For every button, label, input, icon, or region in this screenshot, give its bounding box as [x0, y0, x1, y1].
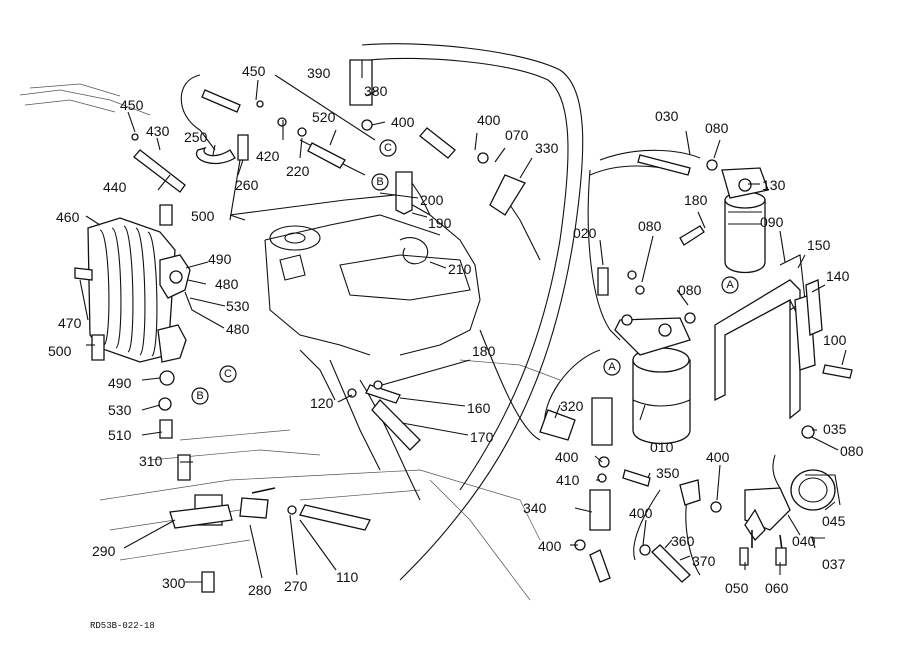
label-400-bottom: 400 — [538, 538, 562, 554]
fittings-and-clamps — [74, 59, 853, 593]
svg-text:A: A — [608, 361, 616, 373]
sediment-filter-130 — [721, 167, 769, 274]
label-037: 037 — [822, 556, 846, 572]
svg-text:B: B — [376, 176, 383, 188]
label-320: 320 — [560, 398, 584, 414]
label-440: 440 — [103, 179, 127, 195]
label-035: 035 — [823, 421, 847, 437]
label-200: 200 — [420, 192, 444, 208]
label-045: 045 — [822, 513, 846, 529]
drawing-code: RD53B-022-18 — [90, 621, 155, 631]
label-300: 300 — [162, 575, 186, 591]
label-070: 070 — [505, 127, 529, 143]
label-490-upper: 490 — [208, 251, 232, 267]
label-500-left: 500 — [48, 343, 72, 359]
label-250: 250 — [184, 129, 208, 145]
label-150: 150 — [807, 237, 831, 253]
label-400-mid: 400 — [477, 112, 501, 128]
label-210: 210 — [448, 261, 472, 277]
label-180-mid: 180 — [472, 343, 496, 359]
label-060: 060 — [765, 580, 789, 596]
label-120: 120 — [310, 395, 334, 411]
label-460: 460 — [56, 209, 80, 225]
callout-c-upper: C — [379, 139, 397, 157]
label-510: 510 — [108, 427, 132, 443]
label-360: 360 — [671, 533, 695, 549]
label-110: 110 — [336, 569, 359, 585]
label-450-left: 450 — [120, 97, 144, 113]
label-400-340: 400 — [629, 505, 653, 521]
label-170: 170 — [470, 429, 494, 445]
label-010: 010 — [650, 439, 674, 455]
svg-text:B: B — [196, 390, 203, 402]
label-140: 140 — [826, 268, 850, 284]
label-530-upper: 530 — [226, 298, 250, 314]
label-260: 260 — [235, 177, 259, 193]
label-390: 390 — [307, 65, 331, 81]
label-330: 330 — [535, 140, 559, 156]
label-030: 030 — [655, 108, 679, 124]
callout-a-upper: A — [721, 276, 739, 294]
part-labels: 450 430 250 450 260 440 500 420 220 520 … — [48, 63, 864, 598]
label-350: 350 — [656, 465, 680, 481]
fuel-pump-assembly — [744, 454, 841, 551]
label-180-right: 180 — [684, 192, 708, 208]
callout-markers: A A B B C C — [191, 139, 739, 405]
label-040: 040 — [792, 533, 816, 549]
label-410: 410 — [556, 472, 580, 488]
label-270: 270 — [284, 578, 308, 594]
label-080-filter: 080 — [678, 282, 702, 298]
fuel-cooler-assembly — [87, 217, 191, 363]
label-190: 190 — [428, 215, 452, 231]
svg-text:C: C — [384, 142, 392, 154]
label-310: 310 — [139, 453, 163, 469]
label-340: 340 — [523, 500, 547, 516]
label-050: 050 — [725, 580, 749, 596]
callout-b-lower: B — [191, 387, 209, 405]
label-130: 130 — [762, 177, 786, 193]
label-220: 220 — [286, 163, 310, 179]
label-450-top: 450 — [242, 63, 266, 79]
label-370: 370 — [692, 553, 716, 569]
label-480-lower: 480 — [226, 321, 250, 337]
label-430: 430 — [146, 123, 170, 139]
label-400-320: 400 — [555, 449, 579, 465]
label-080-right: 080 — [840, 443, 864, 459]
label-080-mid: 080 — [638, 218, 662, 234]
callout-a-lower: A — [603, 358, 621, 376]
svg-text:C: C — [224, 368, 232, 380]
label-380: 380 — [364, 83, 388, 99]
svg-text:A: A — [726, 279, 734, 291]
label-480-upper: 480 — [215, 276, 239, 292]
label-290: 290 — [92, 543, 116, 559]
label-490-lower: 490 — [108, 375, 132, 391]
label-420: 420 — [256, 148, 280, 164]
callout-b-upper: B — [371, 173, 389, 191]
label-520: 520 — [312, 109, 336, 125]
label-400-right: 400 — [706, 449, 730, 465]
label-090: 090 — [760, 214, 784, 230]
callout-c-lower: C — [219, 365, 237, 383]
fuel-filter-010 — [614, 314, 691, 445]
label-080-top: 080 — [705, 120, 729, 136]
label-020: 020 — [573, 225, 597, 241]
label-280: 280 — [248, 582, 272, 598]
label-530-lower: 530 — [108, 402, 132, 418]
label-470: 470 — [58, 315, 82, 331]
label-160: 160 — [467, 400, 491, 416]
label-500-top: 500 — [191, 208, 215, 224]
label-100: 100 — [823, 332, 847, 348]
label-400-top: 400 — [391, 114, 415, 130]
leader-lines — [79, 60, 847, 583]
